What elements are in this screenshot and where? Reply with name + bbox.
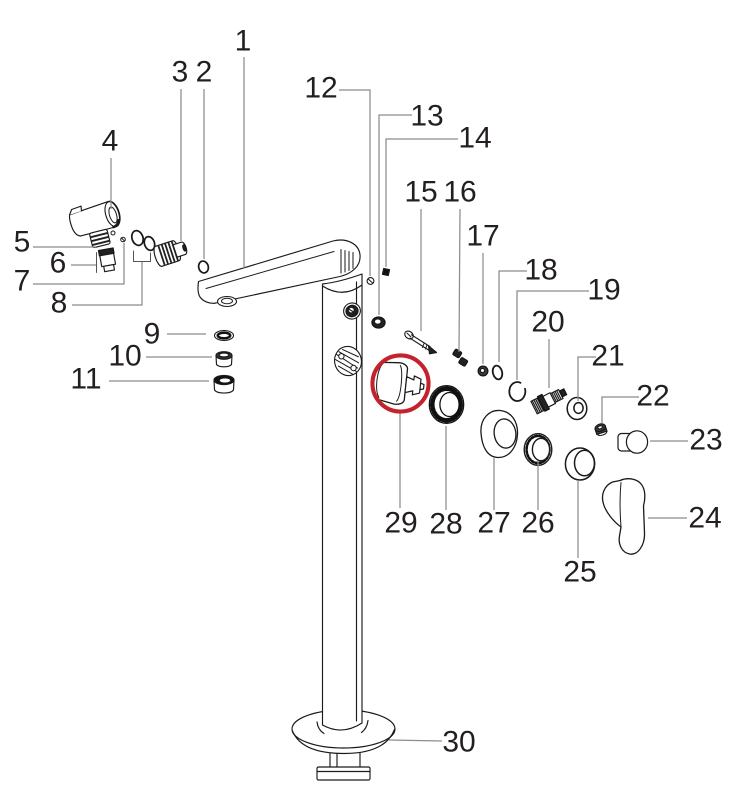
leader-line-13 xyxy=(378,114,412,315)
part-label-21: 21 xyxy=(591,340,624,373)
part-label-13: 13 xyxy=(410,100,443,133)
part-7-screw-drawing xyxy=(120,236,126,243)
part-11-aerator-ring-drawing xyxy=(213,374,235,394)
part-8-o-rings-drawing xyxy=(130,229,156,262)
leader-line-16 xyxy=(458,208,461,353)
part-label-15: 15 xyxy=(404,176,437,209)
part-label-5: 5 xyxy=(14,226,31,259)
part-label-11: 11 xyxy=(70,363,101,396)
part-label-26: 26 xyxy=(521,507,554,540)
part-label-29: 29 xyxy=(384,507,417,540)
part-3-connector-drawing xyxy=(153,240,188,267)
part-label-10: 10 xyxy=(108,340,141,373)
column-valve-boss-drawing xyxy=(333,345,363,377)
part-12-screw-drawing xyxy=(366,277,375,285)
part-27-escutcheon-drawing xyxy=(480,409,519,459)
part-10-aerator-insert-drawing xyxy=(215,351,233,368)
leader-line-8 xyxy=(72,262,143,306)
part-29-cartridge-drawing xyxy=(372,361,425,405)
part-label-28: 28 xyxy=(429,508,462,541)
leader-line-7 xyxy=(33,243,125,285)
part-5-threaded-collar-drawing xyxy=(89,228,111,249)
part-15-long-screw-drawing xyxy=(404,330,438,355)
artwork xyxy=(68,200,649,781)
column-screw-boss-drawing xyxy=(343,302,361,320)
base-foot-drawing xyxy=(316,752,371,781)
part-9-mesh-washer-drawing xyxy=(213,329,235,342)
leader-line-19 xyxy=(516,290,589,380)
part-label-8: 8 xyxy=(51,287,68,320)
part-label-3: 3 xyxy=(172,56,189,89)
part-4-holder-body-drawing xyxy=(68,200,121,237)
part-19-snap-ring-drawing xyxy=(508,381,527,402)
leader-line-22 xyxy=(601,396,639,423)
part-label-27: 27 xyxy=(477,507,510,540)
part-14-set-screw-drawing xyxy=(381,267,391,277)
part-13-nut-drawing xyxy=(371,316,386,329)
part-label-17: 17 xyxy=(466,220,499,253)
part-28-knurled-ring-drawing xyxy=(428,385,465,424)
part-22-nut-drawing xyxy=(594,423,608,436)
part-label-25: 25 xyxy=(563,556,596,589)
part-label-7: 7 xyxy=(14,265,31,298)
part-label-23: 23 xyxy=(689,424,722,457)
highlight-circle-ring xyxy=(372,355,429,412)
part-24-handle-drawing xyxy=(601,478,646,555)
part-6-fitting-drawing xyxy=(97,247,117,273)
part-label-24: 24 xyxy=(688,502,721,535)
part-5-screw-dot-drawing xyxy=(110,230,116,236)
part-17-nut-drawing xyxy=(477,365,489,377)
leader-line-21 xyxy=(577,356,596,401)
column-drawing xyxy=(316,273,369,735)
leader-line-12 xyxy=(339,89,371,276)
part-label-18: 18 xyxy=(524,254,557,287)
part-20-valve-stem-drawing xyxy=(530,388,568,415)
part-label-9: 9 xyxy=(144,318,161,351)
leader-line-30 xyxy=(388,739,443,742)
part-label-16: 16 xyxy=(443,176,476,209)
part-18-o-ring-drawing xyxy=(491,364,504,381)
part-label-22: 22 xyxy=(636,380,669,413)
part-23-plug-drawing xyxy=(617,430,649,454)
part-label-14: 14 xyxy=(458,122,491,155)
highlight-circle xyxy=(370,353,431,414)
part-25-trim-ring-drawing xyxy=(564,447,596,481)
leader-line-18 xyxy=(498,270,527,362)
part-label-4: 4 xyxy=(102,125,119,158)
part-1-spout-drawing xyxy=(197,239,361,308)
highlight-circle-ring xyxy=(370,353,431,414)
leader-line-14 xyxy=(385,138,458,267)
leader-lines xyxy=(33,57,688,742)
part-21-washer-drawing xyxy=(566,396,588,421)
part-label-12: 12 xyxy=(304,72,337,105)
part-16-clips-drawing xyxy=(452,348,469,367)
part-26-lock-nut-drawing xyxy=(523,433,553,467)
part-label-20: 20 xyxy=(531,306,564,339)
part-label-2: 2 xyxy=(196,56,213,89)
part-label-30: 30 xyxy=(442,726,475,759)
part-label-1: 1 xyxy=(235,25,252,58)
part-label-19: 19 xyxy=(587,274,620,307)
part-2-o-ring-drawing xyxy=(197,260,210,274)
part-label-6: 6 xyxy=(50,247,67,280)
